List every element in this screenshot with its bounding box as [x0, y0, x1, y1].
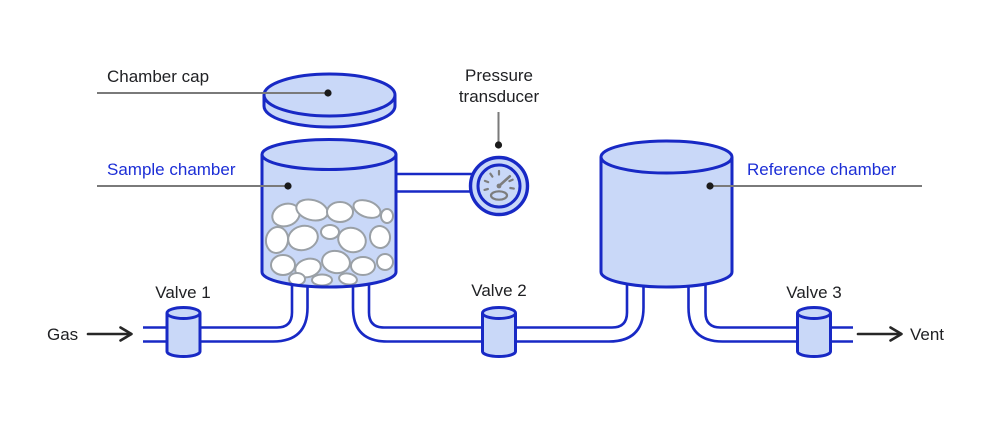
gas-flow-arrow-icon [86, 326, 133, 342]
reference-chamber-leader [706, 182, 922, 190]
vent-label: Vent [910, 325, 945, 344]
chamber-cap-leader [97, 89, 332, 97]
pressure-gauge-icon [468, 155, 530, 217]
pipe-reference-to-vent [704, 282, 853, 329]
gauge-face [483, 169, 515, 201]
pipe-gas-to-sample [143, 282, 294, 329]
sample-chamber-leader [97, 182, 292, 190]
valve-1-label: Valve 1 [155, 283, 211, 302]
leader-lines [97, 89, 922, 190]
valve-3-shape [796, 306, 832, 358]
gas-label: Gas [47, 325, 79, 344]
pressure-transducer-leader [494, 112, 503, 149]
pipe-sample-to-gauge [396, 172, 478, 193]
valve-2-shape [481, 306, 517, 358]
chamber-cap-label: Chamber cap [107, 67, 210, 86]
valve-2-label: Valve 2 [471, 281, 527, 300]
pressure-transducer-label: Pressure transducer [458, 66, 540, 106]
sample-chamber-shape [260, 138, 398, 289]
vent-flow-arrow-icon [856, 326, 903, 342]
reference-chamber-shape [599, 139, 734, 289]
sample-chamber-label: Sample chamber [107, 160, 236, 179]
valve-1-shape [165, 306, 202, 358]
chamber-cap-shape [262, 72, 397, 129]
valve-3-label: Valve 3 [786, 283, 842, 302]
reference-chamber-label: Reference chamber [747, 160, 897, 179]
sample-rocks [264, 198, 394, 287]
